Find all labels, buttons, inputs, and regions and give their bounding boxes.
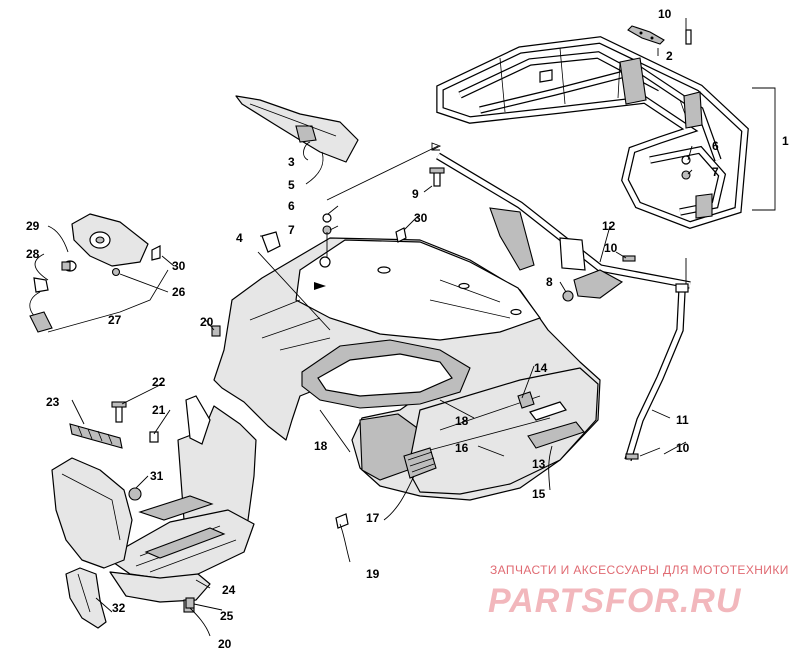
callout-7a: 7 [288, 223, 295, 237]
rear-fender [213, 237, 601, 501]
mud-guard [65, 567, 107, 629]
rear-rack [436, 36, 776, 229]
callout-19: 19 [366, 567, 380, 581]
callout-30b: 30 [414, 211, 428, 225]
callout-20b: 20 [218, 637, 232, 651]
callout-18a: 18 [314, 439, 328, 453]
watermark-tagline: ЗАПЧАСТИ И АКСЕССУАРЫ ДЛЯ МОТОТЕХНИКИ [490, 563, 789, 577]
callout-13: 13 [532, 457, 546, 471]
callout-2: 2 [666, 49, 673, 63]
callout-10a: 10 [658, 7, 672, 21]
callout-20a: 20 [200, 315, 214, 329]
callout-16: 16 [455, 441, 469, 455]
callout-10c: 10 [676, 441, 690, 455]
callout-28: 28 [26, 247, 40, 261]
callout-5: 5 [288, 178, 295, 192]
callout-26: 26 [172, 285, 186, 299]
mud-flap [235, 95, 359, 163]
callout-30a: 30 [172, 259, 186, 273]
callout-14: 14 [534, 361, 548, 375]
callout-29: 29 [26, 219, 40, 233]
callout-11: 11 [676, 413, 689, 427]
support-leg [624, 258, 689, 462]
callout-10b: 10 [604, 241, 618, 255]
callout-7b: 7 [712, 165, 719, 179]
tail-light [29, 213, 169, 333]
callout-31: 31 [150, 469, 164, 483]
callout-9: 9 [412, 187, 419, 201]
callout-18b: 18 [455, 414, 469, 428]
callout-22: 22 [152, 375, 166, 389]
callout-27: 27 [108, 313, 122, 327]
callout-8: 8 [546, 275, 553, 289]
callout-6b: 6 [712, 139, 719, 153]
watermark: ЗАПЧАСТИ И АКСЕССУАРЫ ДЛЯ МОТОТЕХНИКИ PA… [488, 563, 789, 620]
side-support-bar [431, 142, 691, 299]
footwell-assembly [51, 395, 257, 613]
callout-3: 3 [288, 155, 295, 169]
side-reflector [527, 421, 585, 449]
callout-24: 24 [222, 583, 236, 597]
callout-labels: 1 2 3 4 5 6 6 7 7 8 9 10 10 10 11 12 13 … [26, 7, 789, 651]
callout-25: 25 [220, 609, 234, 623]
rack-bracket-plate [627, 25, 665, 45]
callout-15: 15 [532, 487, 546, 501]
callout-6a: 6 [288, 199, 295, 213]
callout-32: 32 [112, 601, 126, 615]
watermark-logo: PARTSFOR.RU [488, 582, 742, 620]
callout-12: 12 [602, 219, 616, 233]
callout-21: 21 [152, 403, 166, 417]
leader-lines [34, 18, 693, 637]
hardware-parts [111, 29, 692, 609]
callout-23: 23 [46, 395, 60, 409]
callout-1: 1 [782, 134, 789, 148]
callout-4: 4 [236, 231, 243, 245]
callout-17: 17 [366, 511, 380, 525]
